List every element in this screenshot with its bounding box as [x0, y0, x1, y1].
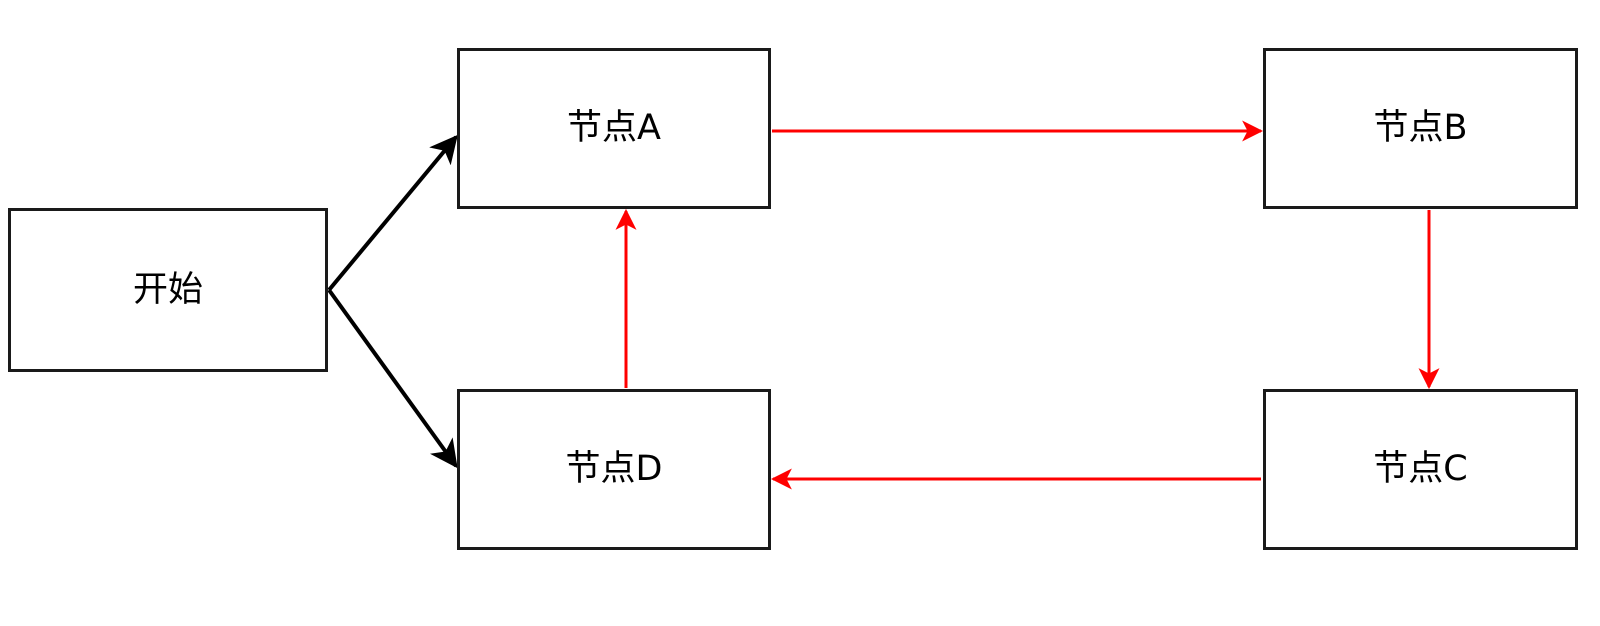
node-a-label: 节点A — [567, 108, 661, 148]
node-b[interactable]: 节点B — [1263, 48, 1578, 209]
node-start[interactable]: 开始 — [8, 208, 328, 372]
edge-start-to-d — [327, 288, 458, 469]
node-c-label: 节点C — [1373, 449, 1468, 489]
node-d-label: 节点D — [565, 449, 663, 489]
node-d[interactable]: 节点D — [457, 389, 771, 550]
node-c[interactable]: 节点C — [1263, 389, 1578, 550]
node-start-label: 开始 — [132, 269, 203, 310]
edge-start-to-a — [327, 134, 458, 292]
node-b-label: 节点B — [1373, 108, 1468, 148]
node-a[interactable]: 节点A — [457, 48, 771, 209]
